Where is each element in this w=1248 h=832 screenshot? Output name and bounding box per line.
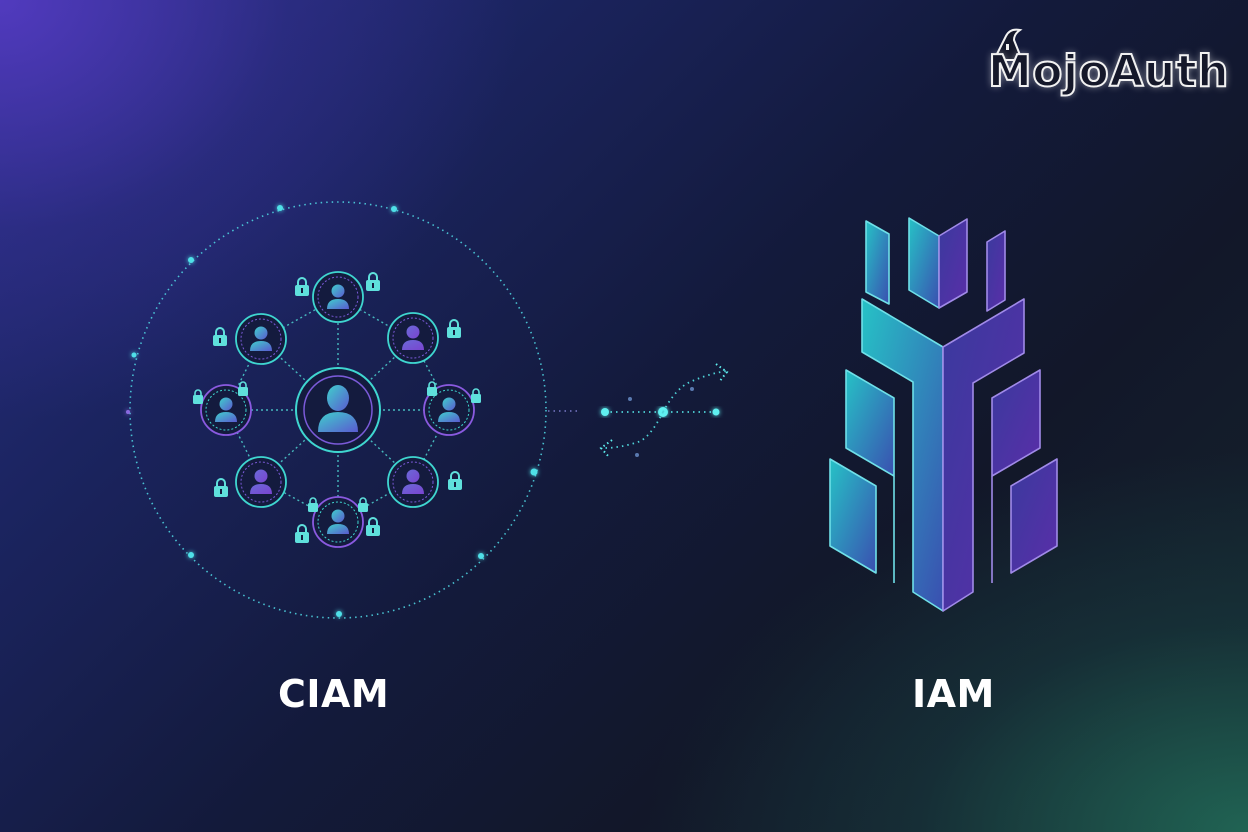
arrow-left-icon xyxy=(603,411,664,449)
data-flow-connector xyxy=(599,363,729,458)
arrow-right-icon xyxy=(662,370,727,413)
iam-label: IAM xyxy=(912,672,995,716)
satellite-user-nodes xyxy=(200,271,475,548)
user-icon xyxy=(318,385,358,432)
ciam-label: CIAM xyxy=(278,672,390,716)
wizard-hat-icon xyxy=(992,28,1024,61)
iam-tower-graphic xyxy=(829,217,1058,612)
ciam-network-graphic xyxy=(126,201,578,619)
lock-icons xyxy=(193,272,481,543)
center-user-node xyxy=(295,367,381,453)
brand-name: MojoAuth xyxy=(987,45,1230,98)
